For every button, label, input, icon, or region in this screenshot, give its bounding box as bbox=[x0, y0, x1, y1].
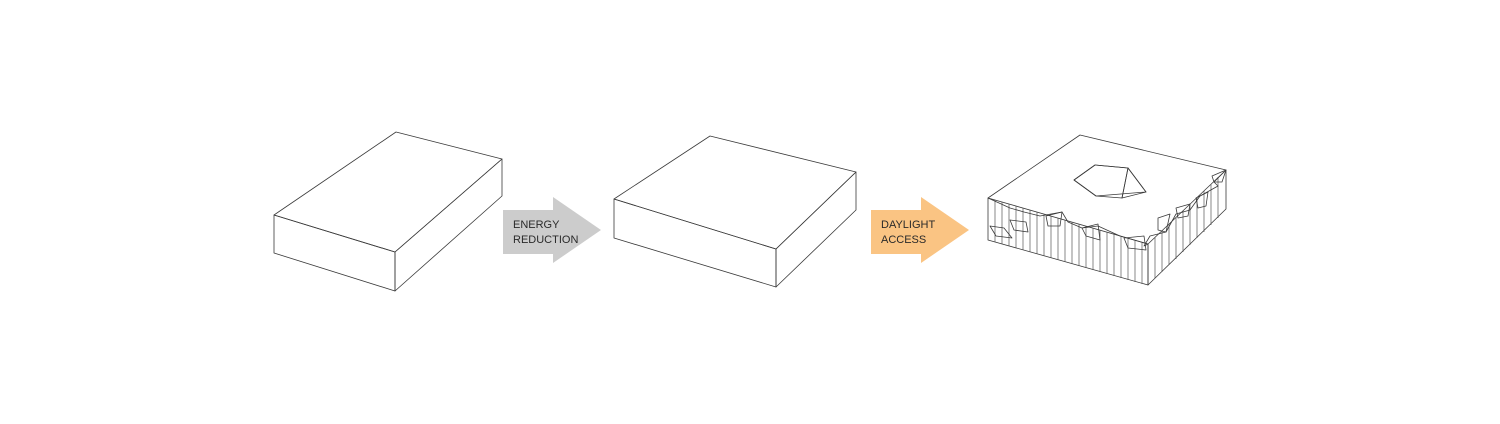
window-opening-1 bbox=[989, 225, 1013, 239]
daylight-access-label-line1: DAYLIGHT bbox=[881, 219, 935, 231]
side-window-opening-2 bbox=[1175, 203, 1191, 219]
perforated-block bbox=[987, 134, 1227, 286]
daylight-access-label-line2: ACCESS bbox=[881, 234, 926, 246]
energy-reduction-arrow: ENERGY REDUCTION bbox=[503, 197, 601, 263]
block-1-top-face bbox=[273, 131, 503, 253]
original-block bbox=[273, 131, 503, 292]
block-1-front-face bbox=[273, 214, 396, 292]
side-window-opening-3 bbox=[1195, 191, 1209, 209]
block-2-side-face bbox=[775, 171, 857, 288]
courtyard-cutout-floor bbox=[1073, 164, 1129, 199]
energy-reduction-arrow-shape bbox=[503, 197, 601, 263]
energy-reduction-label-line2: REDUCTION bbox=[513, 234, 578, 246]
side-window-opening-1 bbox=[1157, 213, 1171, 233]
block-1-side-face bbox=[394, 158, 503, 292]
window-opening-3 bbox=[1045, 211, 1063, 227]
block-3-top-face bbox=[987, 134, 1227, 247]
compact-block bbox=[613, 135, 857, 288]
energy-reduction-label-line1: ENERGY bbox=[513, 219, 560, 231]
window-opening-5 bbox=[1123, 235, 1147, 251]
block-3-front-face bbox=[987, 197, 1149, 286]
block-2-top-face bbox=[613, 135, 857, 250]
side-window-opening-4 bbox=[1211, 169, 1227, 183]
daylight-access-arrow-shape bbox=[871, 197, 969, 263]
window-opening-4 bbox=[1081, 223, 1101, 241]
block-2-front-face bbox=[613, 198, 777, 288]
courtyard-cutout-edge bbox=[1073, 164, 1147, 197]
daylight-access-arrow: DAYLIGHT ACCESS bbox=[871, 197, 969, 263]
window-opening-2 bbox=[1009, 219, 1029, 233]
front-facade-fins bbox=[994, 200, 1143, 284]
block-3-side-face bbox=[1147, 169, 1227, 286]
side-facade-fins bbox=[1154, 177, 1219, 278]
